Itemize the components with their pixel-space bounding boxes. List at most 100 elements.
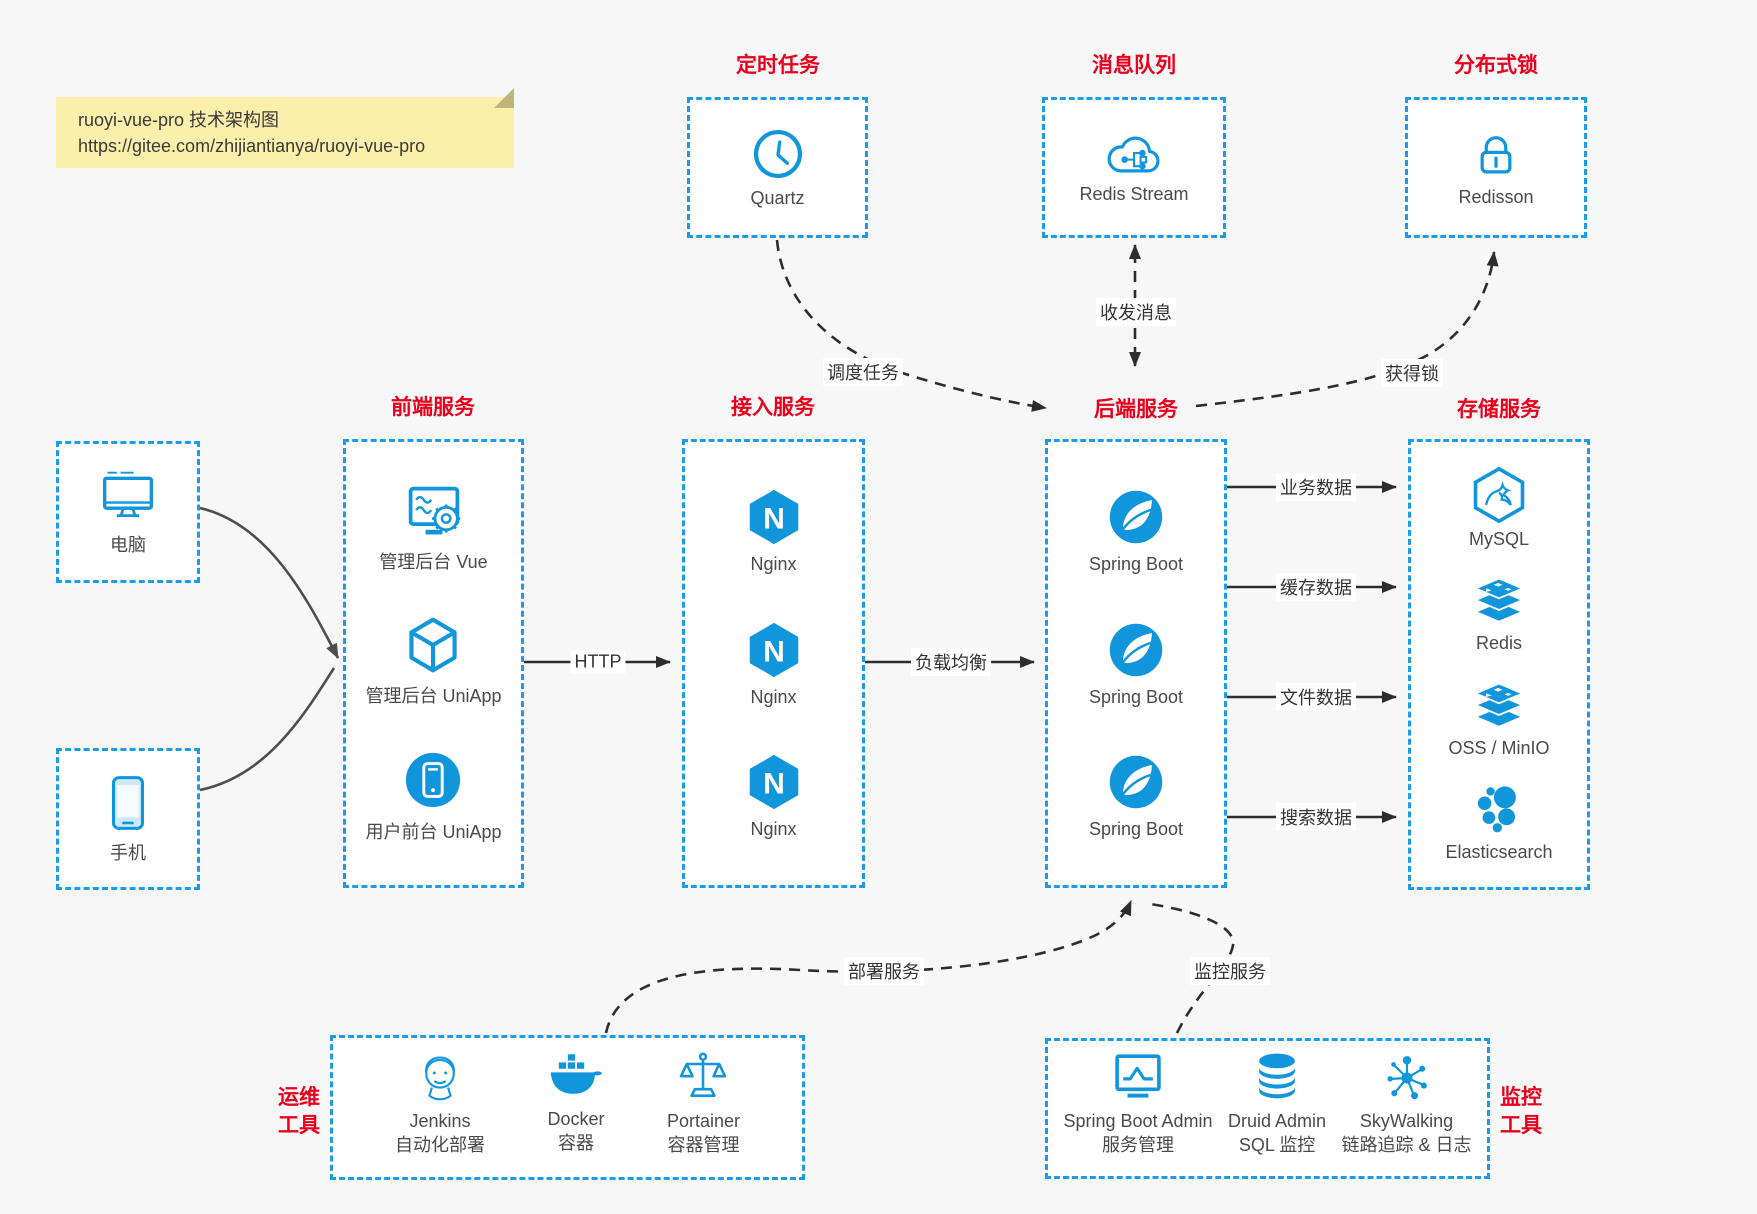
title-gateway: 接入服务 [731,396,815,419]
title-frontend: 前端服务 [391,396,475,419]
svg-text:N: N [763,768,785,801]
node-label: 管理后台 Vue [379,552,488,572]
node-admin-uniapp: 管理后台 UniApp [365,615,502,708]
node-admin-vue: 管理后台 Vue [379,483,488,574]
cube-icon [409,617,458,673]
edge-acquire-lock [1195,251,1499,408]
node-label: Redis [1475,633,1523,654]
jenkins-icon [425,1056,455,1101]
druid-icon [1259,1053,1295,1099]
mysql-icon [1473,466,1525,524]
edge-label-http: HTTP [570,650,626,674]
phone-box: 手机 [56,748,200,890]
note-fold-corner [494,88,514,108]
backend-box: Spring Boot Spring Boot Spring Boot [1045,439,1227,888]
node-springboot-3: Spring Boot [1089,752,1183,840]
node-label: Redis Stream [1079,183,1189,204]
edge-label-load-balance: 负载均衡 [911,648,991,676]
note-title: ruoyi-vue-pro 技术架构图 [78,110,280,130]
node-label: OSS / MinIO [1448,737,1550,758]
node-phone: 手机 [106,774,150,865]
node-label: Spring Boot [1088,819,1184,840]
edge-desktop-frontend [199,506,340,659]
skywalking-icon [1386,1056,1427,1100]
node-redis: Redis [1470,574,1528,654]
node-redisson: Redisson [1458,128,1534,208]
svg-text:N: N [763,635,785,668]
redis-stack-icon [1474,577,1524,623]
node-label: Nginx [750,686,797,707]
sticky-note: ruoyi-vue-pro 技术架构图 https://gitee.com/zh… [56,97,514,168]
springboot-icon [1109,756,1163,809]
redis-stream-box: Redis Stream [1042,97,1226,238]
node-label: Nginx [750,819,797,840]
title-backend: 后端服务 [1094,398,1178,421]
node-label: Docker 容器 [547,1109,605,1153]
storage-box: MySQL Redis OSS / MinIO Elasticsearch [1408,439,1590,890]
oss-stack-icon [1474,682,1524,728]
title-message-queue: 消息队列 [1092,54,1176,77]
edge-label-business-data: 业务数据 [1276,473,1356,501]
node-label: Quartz [750,187,805,208]
admin-vue-icon [408,486,460,535]
node-label: Spring Boot [1088,686,1184,707]
cloud-network-icon [1107,136,1160,172]
note-url: https://gitee.com/zhijiantianya/ruoyi-vu… [78,136,426,156]
node-label: 管理后台 UniApp [365,686,502,706]
node-nginx-2: N Nginx [746,620,802,708]
node-nginx-1: N Nginx [746,487,802,575]
springboot-admin-icon [1115,1054,1161,1098]
node-label: Elasticsearch [1445,841,1553,862]
redisson-box: Redisson [1405,97,1587,238]
node-label: 电脑 [110,534,146,555]
node-druid: Druid Admin SQL 监控 [1228,1051,1326,1157]
node-label: Jenkins 自动化部署 [394,1111,485,1155]
phone-icon [111,775,145,830]
edge-schedule [775,239,1047,412]
edge-label-acquire-lock: 获得锁 [1381,359,1443,387]
node-label: Spring Boot [1088,553,1184,574]
title-monitor-tools: 监控 工具 [1500,1086,1542,1137]
title-storage: 存储服务 [1457,398,1541,421]
node-label: Druid Admin SQL 监控 [1228,1111,1327,1155]
node-label: Nginx [750,553,797,574]
edge-label-cache-data: 缓存数据 [1276,573,1356,601]
svg-text:N: N [763,502,785,535]
node-oss-minio: OSS / MinIO [1448,679,1550,759]
node-springboot-1: Spring Boot [1089,487,1183,575]
node-springboot-admin: Spring Boot Admin 服务管理 [1063,1051,1213,1157]
node-docker: Docker 容器 [547,1050,605,1155]
edge-label-search-data: 搜索数据 [1276,803,1356,831]
nginx-icon: N [749,755,798,810]
desktop-box: 电脑 [56,441,200,583]
quartz-box: Quartz [687,97,868,238]
frontend-box: 管理后台 Vue 管理后台 UniApp 用户前台 UniApp [343,439,524,888]
monitor-tools-box: Spring Boot Admin 服务管理 Druid Admin SQL 监… [1045,1038,1490,1179]
title-scheduled-tasks: 定时任务 [736,54,820,77]
title-ops-tools: 运维 工具 [278,1086,320,1137]
nginx-icon: N [749,489,798,544]
edge-label-schedule: 调度任务 [823,358,903,386]
docker-icon [550,1054,603,1094]
node-springboot-2: Spring Boot [1089,620,1183,708]
lock-icon [1480,135,1512,173]
node-label: Portainer 容器管理 [666,1111,740,1155]
node-desktop: 电脑 [98,468,158,557]
node-label: MySQL [1468,529,1529,550]
node-portainer: Portainer 容器管理 [667,1050,740,1157]
edge-label-message: 收发消息 [1096,298,1176,326]
title-distributed-lock: 分布式锁 [1454,54,1538,77]
node-skywalking: SkyWalking 链路追踪 & 日志 [1342,1051,1472,1157]
desktop-icon [102,471,154,517]
springboot-icon [1109,623,1163,676]
node-label: 用户前台 UniApp [365,822,502,842]
node-label: 手机 [110,842,146,863]
edge-phone-frontend [199,667,336,792]
node-label: Redisson [1458,186,1534,207]
elasticsearch-icon [1477,786,1516,833]
springboot-icon [1109,490,1163,543]
gateway-box: N Nginx N Nginx N Nginx [682,439,865,888]
node-jenkins: Jenkins 自动化部署 [395,1050,485,1157]
edge-label-file-data: 文件数据 [1276,683,1356,711]
